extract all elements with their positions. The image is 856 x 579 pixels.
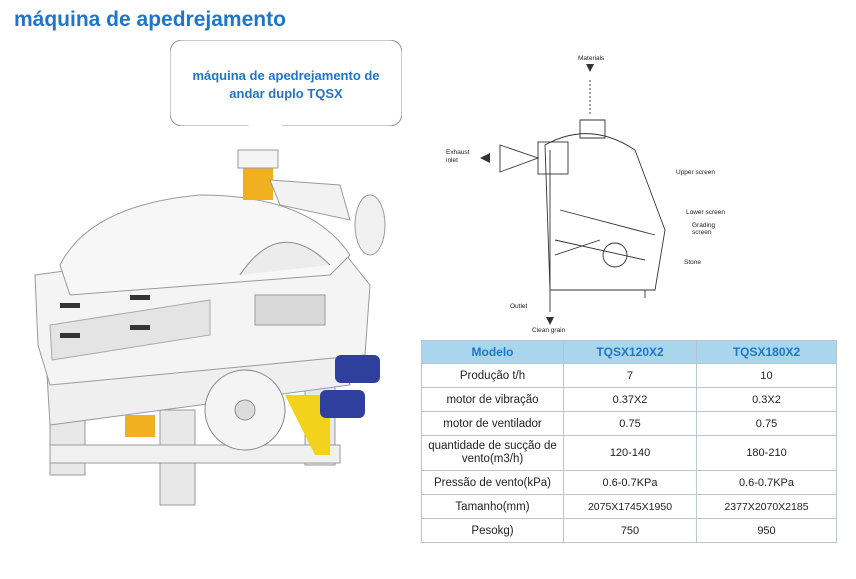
cell-value: 0.6-0.7KPa (563, 470, 697, 495)
table-row: Produção t/h 7 10 (421, 363, 837, 388)
cell-value: 0.3X2 (696, 387, 837, 412)
label-upper-screen: Upper screen (676, 169, 715, 176)
row-label: quantidade de sucção de vento(m3/h) (421, 435, 564, 471)
table-row: Pressão de vento(kPa) 0.6-0.7KPa 0.6-0.7… (421, 470, 837, 495)
label-grading-2: screen (692, 229, 712, 236)
cell-value: 2075X1745X1950 (563, 494, 697, 519)
row-label: Pressão de vento(kPa) (421, 470, 564, 495)
label-lower-screen: Lower screen (686, 209, 725, 216)
cell-value: 750 (563, 518, 697, 543)
callout-shape (170, 40, 402, 126)
label-outlet: Outlet (510, 303, 528, 310)
cell-value: 10 (696, 363, 837, 388)
label-materials: Materials (578, 55, 605, 62)
cell-value: 120-140 (563, 435, 697, 471)
row-label: Tamanho(mm) (421, 494, 564, 519)
cell-value: 950 (696, 518, 837, 543)
callout-bubble: máquina de apedrejamento de andar duplo … (170, 40, 402, 126)
header-tqsx180: TQSX180X2 (696, 340, 837, 364)
cell-value: 0.75 (563, 411, 697, 436)
table-row: Tamanho(mm) 2075X1745X1950 2377X2070X218… (421, 494, 837, 519)
row-label: motor de vibração (421, 387, 564, 412)
cell-value: 0.75 (696, 411, 837, 436)
label-exhaust-1: Exhaust (446, 149, 470, 156)
callout-line-1: máquina de apedrejamento de (192, 68, 380, 83)
table-row: motor de vibração 0.37X2 0.3X2 (421, 387, 837, 412)
label-exhaust-2: inlet (446, 157, 458, 164)
page-title: máquina de apedrejamento (14, 8, 286, 31)
schematic-diagram: Materials Exhaust inlet Upper screen Low… (446, 55, 725, 334)
label-clean-grain: Clean grain (532, 327, 566, 334)
row-label: Produção t/h (421, 363, 564, 388)
table-row: motor de ventilador 0.75 0.75 (421, 411, 837, 436)
table-row: Pesokg) 750 950 (421, 518, 837, 543)
header-tqsx120: TQSX120X2 (563, 340, 697, 364)
cell-value: 7 (563, 363, 697, 388)
header-model: Modelo (421, 340, 564, 364)
cell-value: 180-210 (696, 435, 837, 471)
label-grading-1: Grading (692, 222, 716, 229)
cell-value: 2377X2070X2185 (696, 494, 837, 519)
callout-line-2: andar duplo TQSX (229, 86, 343, 101)
spec-table: Modelo TQSX120X2 TQSX180X2 Produção t/h … (421, 340, 837, 543)
row-label: Pesokg) (421, 518, 564, 543)
table-row: quantidade de sucção de vento(m3/h) 120-… (421, 435, 837, 471)
cell-value: 0.6-0.7KPa (696, 470, 837, 495)
label-stone: Stone (684, 259, 701, 266)
table-header-row: Modelo TQSX120X2 TQSX180X2 (421, 340, 837, 364)
machine-image (34, 149, 386, 506)
callout-text: máquina de apedrejamento de andar duplo … (170, 67, 402, 103)
cell-value: 0.37X2 (563, 387, 697, 412)
row-label: motor de ventilador (421, 411, 564, 436)
